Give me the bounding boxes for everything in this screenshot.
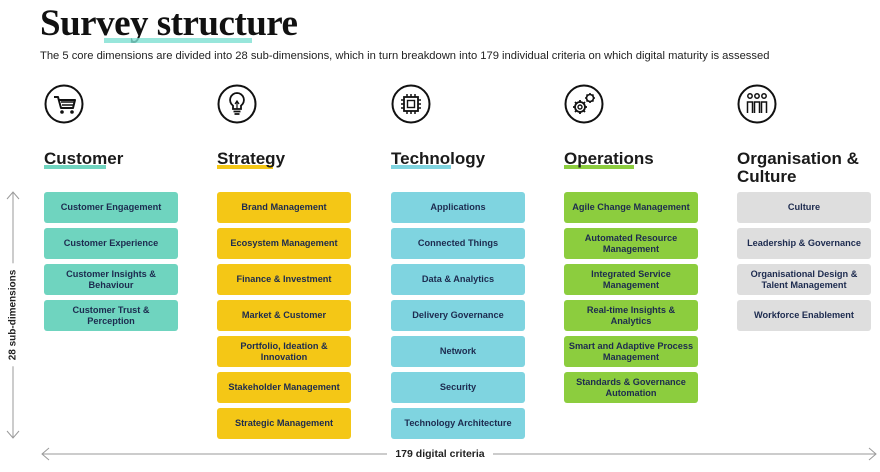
item-customer-engagement: Customer Engagement (44, 192, 178, 223)
column-title: Strategy (217, 149, 286, 168)
horizontal-axis-label: 179 digital criteria (0, 448, 880, 460)
column-title: Operations (564, 149, 654, 168)
shopping-cart-icon (44, 84, 84, 124)
item-agile-change: Agile Change Management (564, 192, 698, 223)
column-title-line2: Culture (737, 167, 797, 186)
item-delivery-governance: Delivery Governance (391, 300, 525, 331)
item-integrated-service: Integrated Service Management (564, 264, 698, 295)
column-title: Customer (44, 149, 124, 168)
item-strategic-management: Strategic Management (217, 408, 351, 439)
item-market-customer: Market & Customer (217, 300, 351, 331)
item-customer-experience: Customer Experience (44, 228, 178, 259)
item-realtime-insights: Real-time Insights & Analytics (564, 300, 698, 331)
people-icon (737, 84, 777, 124)
item-ecosystem-management: Ecosystem Management (217, 228, 351, 259)
item-finance-investment: Finance & Investment (217, 264, 351, 295)
customer-underline (44, 165, 106, 169)
column-title-line1: Organisation & (737, 149, 859, 168)
chip-icon (391, 84, 431, 124)
title-underline (104, 38, 252, 43)
item-security: Security (391, 372, 525, 403)
gears-icon (564, 84, 604, 124)
item-smart-adaptive: Smart and Adaptive Process Management (564, 336, 698, 367)
strategy-underline (217, 165, 273, 169)
item-workforce-enablement: Workforce Enablement (737, 300, 871, 331)
item-customer-trust: Customer Trust & Perception (44, 300, 178, 331)
item-customer-insights: Customer Insights & Behaviour (44, 264, 178, 295)
horizontal-axis-text: 179 digital criteria (387, 448, 493, 460)
page-title: Survey structure (40, 3, 298, 44)
column-title: Technology (391, 149, 486, 168)
item-data-analytics: Data & Analytics (391, 264, 525, 295)
item-culture: Culture (737, 192, 871, 223)
item-connected-things: Connected Things (391, 228, 525, 259)
item-leadership-governance: Leadership & Governance (737, 228, 871, 259)
vertical-axis-label: 28 sub-dimensions (4, 263, 22, 367)
item-network: Network (391, 336, 525, 367)
page-subtitle: The 5 core dimensions are divided into 2… (40, 50, 770, 62)
item-standards-governance: Standards & Governance Automation (564, 372, 698, 403)
vertical-axis-text: 28 sub-dimensions (7, 263, 19, 367)
item-automated-resource: Automated Resource Management (564, 228, 698, 259)
operations-underline (564, 165, 634, 169)
technology-underline (391, 165, 451, 169)
item-organisational-design: Organisational Design & Talent Managemen… (737, 264, 871, 295)
item-portfolio-ideation: Portfolio, Ideation & Innovation (217, 336, 351, 367)
item-brand-management: Brand Management (217, 192, 351, 223)
lightbulb-icon (217, 84, 257, 124)
item-stakeholder-management: Stakeholder Management (217, 372, 351, 403)
item-applications: Applications (391, 192, 525, 223)
item-technology-architecture: Technology Architecture (391, 408, 525, 439)
